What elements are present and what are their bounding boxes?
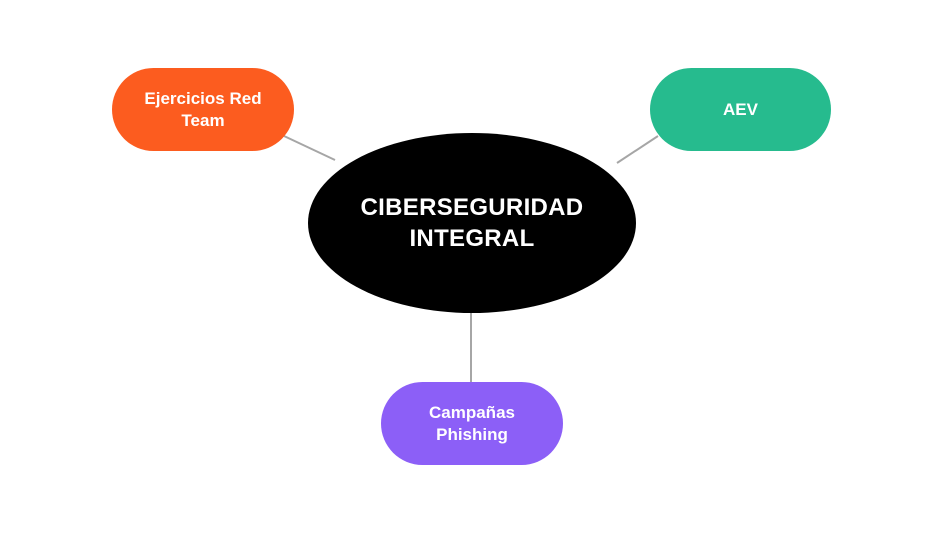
node-aev: AEV [650, 68, 831, 151]
center-node-label: CIBERSEGURIDAD INTEGRAL [360, 194, 584, 252]
connector-aev [616, 135, 659, 164]
node-red-team: Ejercicios Red Team [112, 68, 294, 151]
connector-red-team [283, 135, 336, 161]
node-red-team-label: Ejercicios Red Team [144, 88, 262, 130]
node-phishing-label: Campañas Phishing [429, 402, 515, 444]
node-aev-label: AEV [723, 99, 758, 119]
center-node: CIBERSEGURIDAD INTEGRAL [308, 133, 636, 313]
node-phishing: Campañas Phishing [381, 382, 563, 465]
